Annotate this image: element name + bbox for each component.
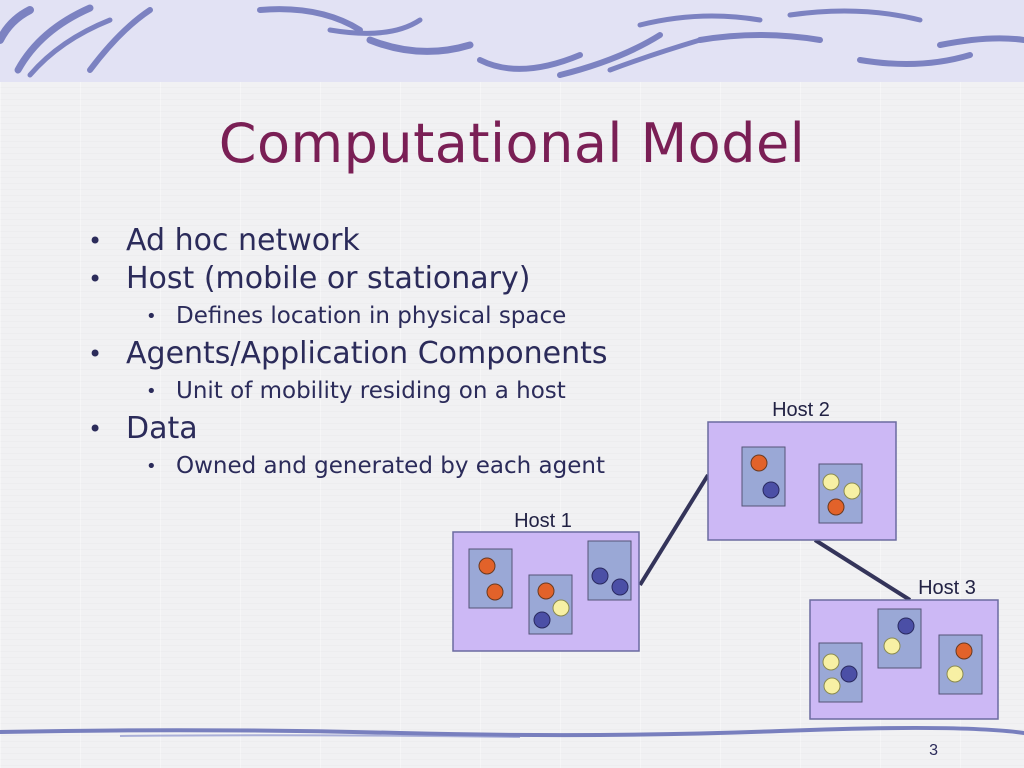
host-label: Host 2: [772, 399, 830, 421]
network-link: [813, 538, 912, 602]
sub-bullet-item: Defines location in physical space: [88, 298, 608, 335]
data-dot-orange: [486, 583, 504, 601]
data-dot-orange: [750, 454, 768, 472]
data-dot-blue: [840, 665, 858, 683]
host-1: Host 1: [452, 510, 640, 652]
decorative-banner: [0, 0, 1024, 82]
data-dot-orange: [537, 582, 555, 600]
data-dot-yellow: [843, 482, 861, 500]
data-dot-yellow: [822, 653, 840, 671]
data-dot-yellow: [883, 637, 901, 655]
host-box: [707, 421, 897, 541]
data-dot-yellow: [552, 599, 570, 617]
host-label: Host 1: [514, 510, 572, 532]
agent-box: [877, 608, 922, 669]
bullet-list: Ad hoc network Host (mobile or stationar…: [88, 222, 608, 485]
page-number: 3: [929, 742, 938, 759]
sub-bullet-item: Owned and generated by each agent: [88, 448, 608, 485]
bullet-item: Ad hoc network: [88, 222, 608, 260]
bullet-item: Agents/Application Components: [88, 335, 608, 373]
decorative-bottom-stroke: [0, 725, 1024, 738]
host-label: Host 3: [918, 577, 976, 599]
data-dot-yellow: [823, 677, 841, 695]
brush-stroke-pattern: [0, 4, 1024, 78]
sub-bullet-item: Unit of mobility residing on a host: [88, 373, 608, 410]
host-2: Host 2: [707, 399, 897, 541]
data-dot-yellow: [946, 665, 964, 683]
data-dot-blue: [897, 617, 915, 635]
data-dot-blue: [591, 567, 609, 585]
data-dot-orange: [955, 642, 973, 660]
bullet-item: Host (mobile or stationary): [88, 260, 608, 298]
data-dot-yellow: [822, 473, 840, 491]
network-link: [638, 473, 710, 587]
data-dot-orange: [478, 557, 496, 575]
data-dot-orange: [827, 498, 845, 516]
host-3: Host 3: [809, 577, 999, 720]
slide-title: Computational Model: [218, 112, 806, 175]
data-dot-blue: [611, 578, 629, 596]
data-dot-blue: [533, 611, 551, 629]
data-dot-blue: [762, 481, 780, 499]
bullet-item: Data: [88, 410, 608, 448]
